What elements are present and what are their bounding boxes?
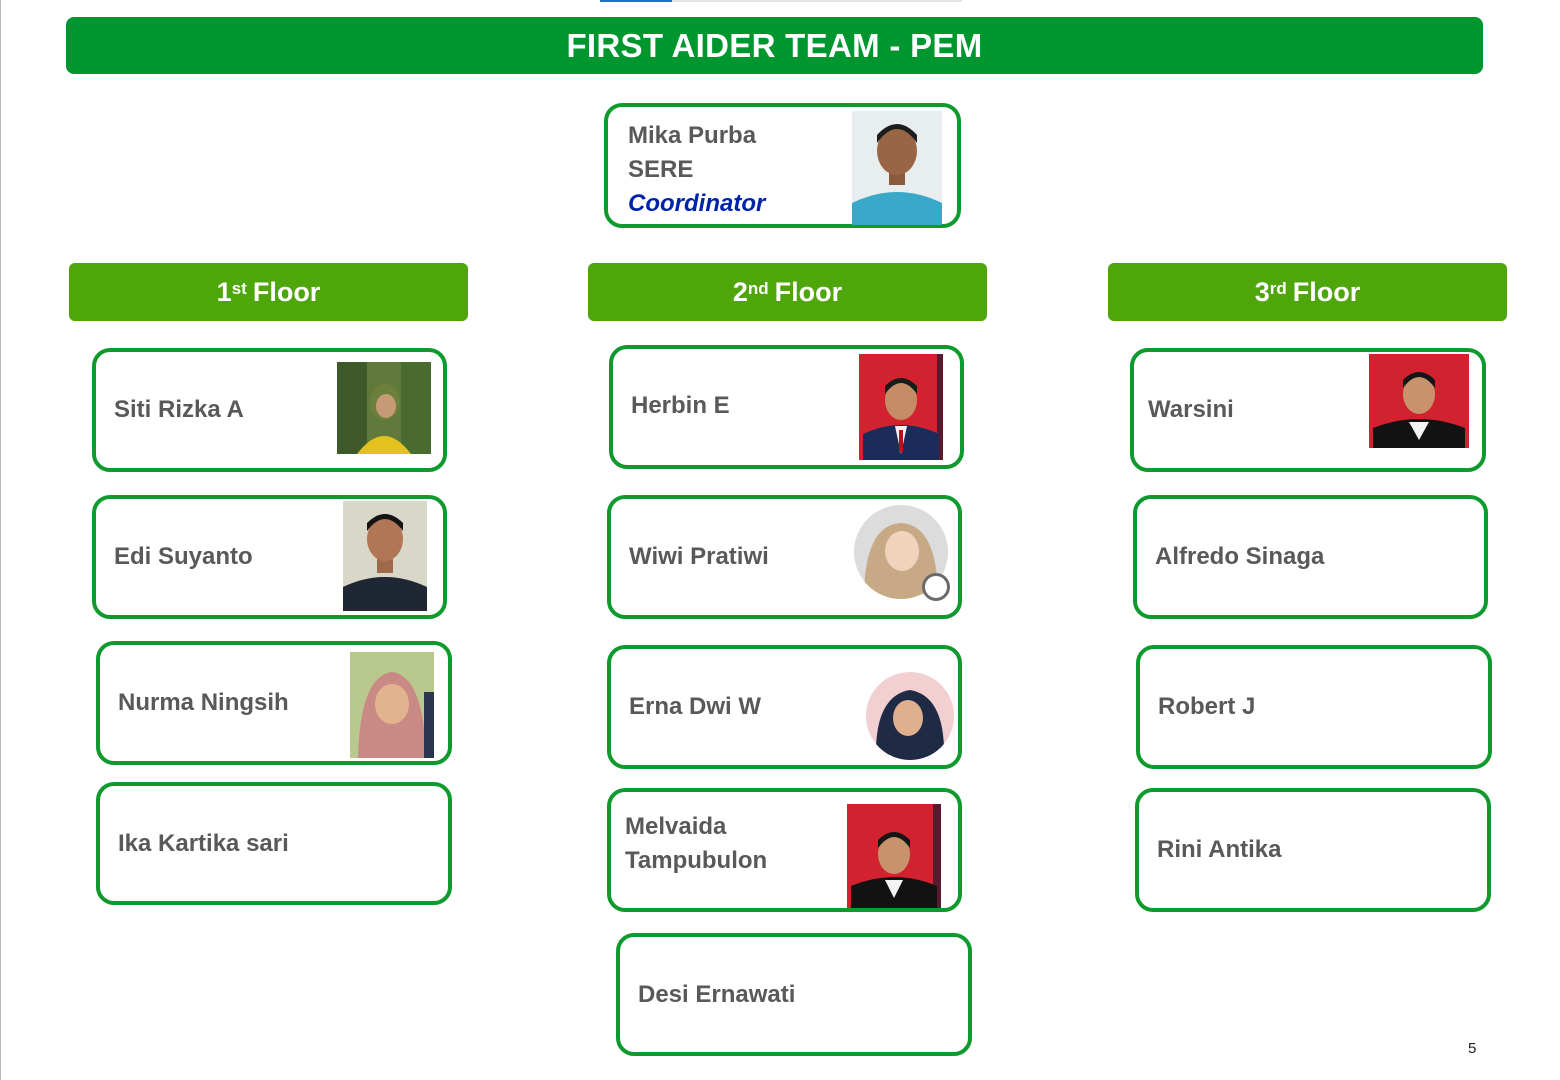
- member-card-floor2-3: Erna Dwi W: [607, 645, 962, 769]
- floor-2-ordinal: 2: [732, 276, 748, 307]
- left-border-line: [0, 0, 1, 1080]
- member-name-line1: Melvaida: [625, 813, 727, 840]
- coordinator-card: Mika Purba SERE Coordinator: [604, 103, 961, 228]
- coordinator-text: Mika Purba SERE Coordinator: [628, 119, 765, 221]
- member-card-floor1-3: Nurma Ningsih: [96, 641, 452, 765]
- member-name: Ika Kartika sari: [118, 829, 289, 857]
- status-circle-icon: [922, 573, 950, 601]
- member-photo: [866, 672, 954, 760]
- member-name: Siti Rizka A: [114, 396, 244, 423]
- member-name: Wiwi Pratiwi: [629, 543, 769, 570]
- member-card-floor2-4: Melvaida Tampubulon: [607, 788, 962, 912]
- member-name: Warsini: [1148, 396, 1234, 423]
- member-photo: [1369, 354, 1469, 448]
- member-name: Edi Suyanto: [114, 543, 253, 570]
- coordinator-role: Coordinator: [628, 190, 766, 217]
- member-photo: [337, 362, 431, 454]
- floor-3-label: Floor: [1292, 276, 1361, 307]
- floor-3-ordinal: 3: [1254, 276, 1270, 307]
- member-name: Erna Dwi W: [629, 693, 762, 720]
- member-name: Rini Antika: [1157, 836, 1282, 863]
- member-name-line2: Tampubulon: [625, 847, 768, 874]
- member-photo: [350, 652, 434, 758]
- member-photo: [343, 501, 427, 611]
- coordinator-dept: SERE: [628, 156, 694, 183]
- member-name: Desi Ernawati: [638, 980, 796, 1008]
- member-name: Herbin E: [631, 392, 730, 419]
- floor-1-ordinal: 1: [216, 276, 232, 307]
- top-strip-accent: [600, 0, 672, 2]
- member-card-floor2-5: Desi Ernawati: [616, 933, 972, 1056]
- member-card-floor3-1: Warsini: [1130, 348, 1486, 472]
- member-name: Alfredo Sinaga: [1155, 543, 1325, 570]
- coordinator-photo: [852, 111, 942, 225]
- coordinator-name: Mika Purba: [628, 122, 757, 149]
- floor-1-label: Floor: [252, 276, 321, 307]
- floor-3-suffix: rd: [1269, 279, 1287, 298]
- member-photo: [859, 354, 943, 460]
- member-name: Nurma Ningsih: [118, 689, 289, 716]
- member-card-floor2-2: Wiwi Pratiwi: [607, 495, 962, 619]
- top-scrollbar-strip: [600, 0, 962, 2]
- member-card-floor1-4: Ika Kartika sari: [96, 782, 452, 905]
- member-card-floor1-1: Siti Rizka A: [92, 348, 447, 472]
- member-name: Robert J: [1158, 693, 1256, 720]
- member-card-floor3-4: Rini Antika: [1135, 788, 1491, 912]
- page-number: 5: [1468, 1040, 1477, 1057]
- floor-2-suffix: nd: [747, 279, 769, 298]
- member-card-floor3-3: Robert J: [1136, 645, 1492, 769]
- member-name: Melvaida Tampubulon: [625, 810, 767, 878]
- floor-1-suffix: st: [231, 279, 247, 298]
- member-card-floor1-2: Edi Suyanto: [92, 495, 447, 619]
- floor-2-label: Floor: [774, 276, 843, 307]
- page-title: FIRST AIDER TEAM - PEM: [66, 17, 1483, 74]
- member-photo: [847, 804, 941, 908]
- member-card-floor3-2: Alfredo Sinaga: [1133, 495, 1488, 619]
- member-card-floor2-1: Herbin E: [609, 345, 964, 469]
